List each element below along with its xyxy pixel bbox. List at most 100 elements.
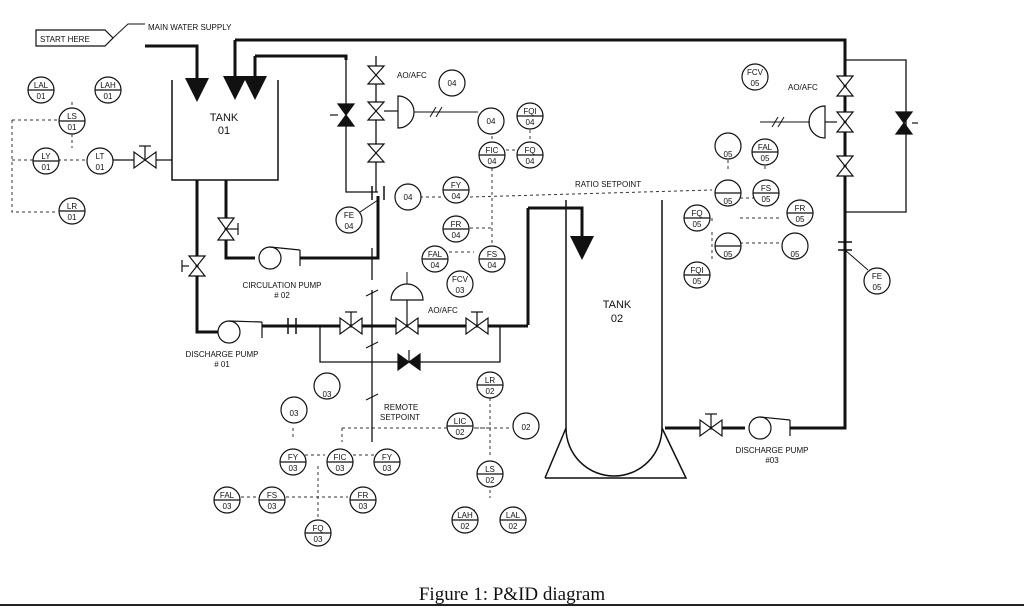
pid-diagram: TANK 01 TANK 02 START HERE MAIN WATER SU… bbox=[11, 23, 918, 547]
svg-text:02: 02 bbox=[509, 522, 518, 531]
circulation-pump-label-a: CIRCULATION PUMP bbox=[243, 281, 322, 290]
bubble-fr03: FR 03 bbox=[349, 486, 377, 514]
svg-text:FR: FR bbox=[358, 491, 369, 500]
labels: CIRCULATION PUMP # 02 DISCHARGE PUMP # 0… bbox=[186, 71, 818, 465]
bubble-c04c: 04 bbox=[394, 183, 422, 211]
svg-text:LS: LS bbox=[67, 112, 77, 121]
discharge-pump-01-icon bbox=[217, 320, 241, 344]
svg-text:03: 03 bbox=[290, 409, 299, 418]
bubble-c02: 02 bbox=[512, 412, 540, 440]
start-here-text: START HERE bbox=[40, 35, 90, 44]
figure-caption: Figure 1: P&ID diagram bbox=[418, 584, 606, 605]
svg-text:04: 04 bbox=[431, 261, 440, 270]
svg-text:01: 01 bbox=[96, 163, 105, 172]
discharge-pump-01-label-b: # 01 bbox=[214, 360, 230, 369]
circulation-pump-label-b: # 02 bbox=[274, 291, 290, 300]
discharge-pump-01-label-a: DISCHARGE PUMP bbox=[186, 350, 259, 359]
orifice-plates bbox=[287, 186, 852, 334]
svg-text:FIC: FIC bbox=[486, 146, 499, 155]
svg-text:01: 01 bbox=[37, 92, 46, 101]
ratio-setpoint-label: RATIO SETPOINT bbox=[575, 180, 641, 189]
bubble-lal02: LAL 02 bbox=[499, 506, 527, 534]
tank-02-label-b: 02 bbox=[611, 313, 623, 325]
svg-text:FY: FY bbox=[382, 453, 393, 462]
svg-text:02: 02 bbox=[461, 522, 470, 531]
svg-text:02: 02 bbox=[522, 423, 531, 432]
tank-02: TANK 02 bbox=[544, 200, 688, 479]
svg-text:FY: FY bbox=[451, 181, 462, 190]
svg-text:05: 05 bbox=[796, 215, 805, 224]
bubble-fe04: FE 04 bbox=[335, 206, 363, 234]
svg-text:03: 03 bbox=[323, 390, 332, 399]
svg-text:LAH: LAH bbox=[457, 511, 473, 520]
svg-text:04: 04 bbox=[452, 192, 461, 201]
svg-text:FAL: FAL bbox=[428, 250, 443, 259]
svg-text:LAL: LAL bbox=[506, 511, 521, 520]
svg-text:05: 05 bbox=[791, 250, 800, 259]
bubble-fr05: FR 05 bbox=[786, 199, 814, 227]
svg-text:03: 03 bbox=[456, 286, 465, 295]
tank-01-label-b: 01 bbox=[218, 125, 230, 137]
svg-text:FR: FR bbox=[795, 204, 806, 213]
svg-text:02: 02 bbox=[456, 428, 465, 437]
svg-text:FE: FE bbox=[872, 272, 882, 281]
svg-text:04: 04 bbox=[448, 79, 457, 88]
svg-text:05: 05 bbox=[761, 154, 770, 163]
svg-text:03: 03 bbox=[268, 502, 277, 511]
svg-text:FIC: FIC bbox=[334, 453, 347, 462]
svg-text:04: 04 bbox=[404, 193, 413, 202]
bubble-c04a: 04 bbox=[438, 69, 466, 97]
svg-text:05: 05 bbox=[873, 283, 882, 292]
start-here-flag: START HERE MAIN WATER SUPPLY bbox=[35, 23, 232, 47]
svg-text:03: 03 bbox=[336, 464, 345, 473]
tank-02-label-a: TANK bbox=[603, 299, 632, 311]
svg-text:FQ: FQ bbox=[524, 146, 535, 155]
valves bbox=[133, 65, 918, 438]
bubble-c03b: 03 bbox=[280, 396, 308, 424]
remote-setpoint-label-a: REMOTE bbox=[384, 403, 418, 412]
svg-text:FQ: FQ bbox=[312, 524, 323, 533]
bubble-fq04: FQ 04 bbox=[516, 141, 544, 169]
svg-text:LY: LY bbox=[41, 152, 51, 161]
bubble-c05c: 05 bbox=[714, 232, 742, 260]
svg-text:FY: FY bbox=[288, 453, 299, 462]
tank-01-label-a: TANK bbox=[210, 112, 239, 124]
svg-text:LAH: LAH bbox=[100, 81, 116, 90]
remote-setpoint-label-b: SETPOINT bbox=[380, 413, 420, 422]
svg-text:04: 04 bbox=[488, 157, 497, 166]
svg-text:FCV: FCV bbox=[452, 275, 469, 284]
ao-afc-label-2: AO/AFC bbox=[428, 306, 458, 315]
svg-text:01: 01 bbox=[42, 163, 51, 172]
svg-text:04: 04 bbox=[452, 231, 461, 240]
svg-text:LIC: LIC bbox=[454, 417, 467, 426]
discharge-pump-03-label-a: DISCHARGE PUMP bbox=[736, 446, 809, 455]
svg-text:FAL: FAL bbox=[220, 491, 235, 500]
tank-01: TANK 01 bbox=[171, 80, 279, 181]
svg-text:03: 03 bbox=[359, 502, 368, 511]
svg-text:03: 03 bbox=[314, 535, 323, 544]
svg-text:04: 04 bbox=[345, 222, 354, 231]
bubble-fq03: FQ 03 bbox=[304, 519, 332, 547]
bubble-fic03: FIC 03 bbox=[326, 448, 354, 476]
svg-text:FE: FE bbox=[344, 211, 354, 220]
svg-text:04: 04 bbox=[526, 157, 535, 166]
svg-text:05: 05 bbox=[751, 79, 760, 88]
svg-text:03: 03 bbox=[289, 464, 298, 473]
svg-text:05: 05 bbox=[724, 197, 733, 206]
svg-text:LR: LR bbox=[485, 376, 495, 385]
